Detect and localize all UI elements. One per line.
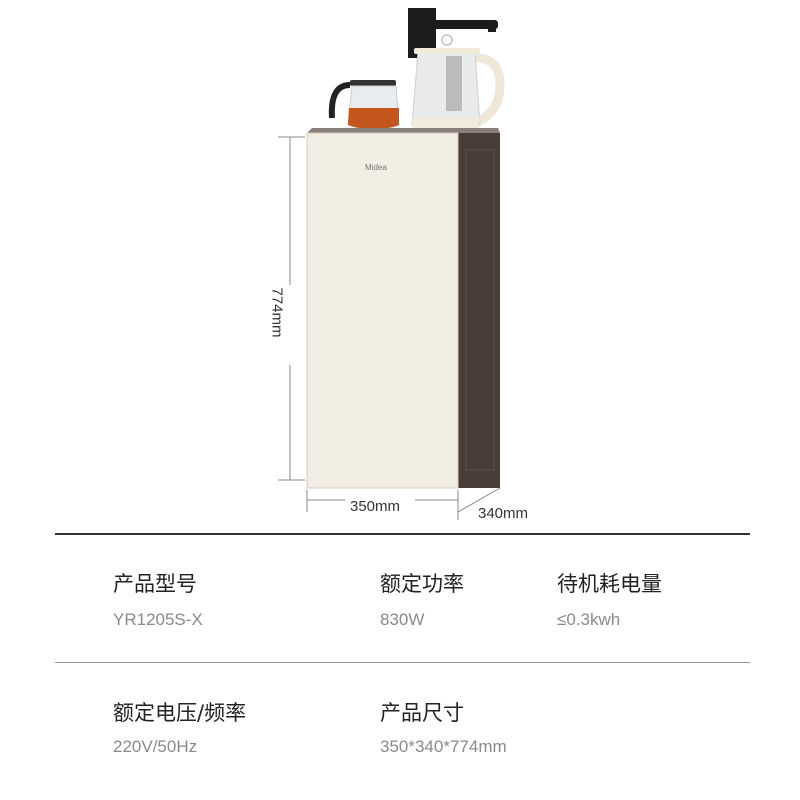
teapot [328,80,400,130]
spec-label: 额定功率 [380,572,464,596]
spec-value: ≤0.3kwh [557,610,621,629]
dimension-lines [278,136,501,520]
depth-dimension-label: 340mm [478,505,529,522]
width-dimension-label: 350mm [350,498,401,515]
height-dimension-label: 774mm [268,287,286,338]
spec-label: 额定电压/频率 [113,701,247,725]
spec-label: 产品尺寸 [380,701,464,725]
divider-top [55,533,750,535]
divider-middle [55,662,750,663]
spec-label: 产品型号 [113,572,197,596]
spec-value: 220V/50Hz [113,737,198,756]
kettle [411,34,505,135]
spec-value: 350*340*774mm [380,737,507,756]
spec-value: YR1205S-X [113,610,203,629]
spec-label: 待机耗电量 [557,572,662,596]
water-dispenser-image: Midea [278,8,505,520]
spec-value: 830W [380,610,425,629]
brand-logo: Midea [365,163,387,172]
cabinet: Midea [306,128,500,489]
